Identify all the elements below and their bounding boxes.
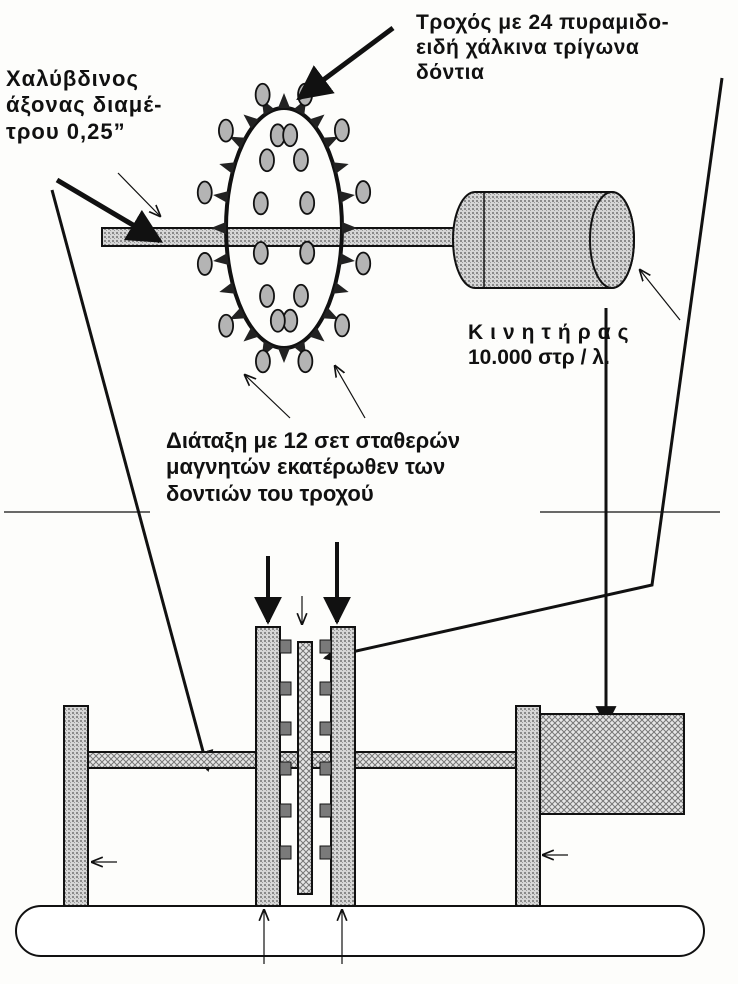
triangle-tooth-icon — [339, 190, 355, 203]
magnet-icon — [333, 118, 350, 143]
triangle-tooth-icon — [211, 222, 226, 234]
triangle-tooth-icon — [322, 307, 339, 320]
magnet-icon — [279, 721, 292, 736]
upper-arrows — [55, 25, 681, 419]
magnet-icon — [269, 308, 286, 333]
triangle-tooth-icon — [243, 114, 259, 129]
arrow-icon — [296, 25, 395, 101]
triangle-tooth-icon — [309, 327, 325, 342]
magnet-icon — [355, 180, 372, 204]
leader-lines — [50, 77, 724, 773]
magnet-icon — [319, 681, 332, 696]
triangle-tooth-icon — [322, 136, 339, 149]
stationary-magnets-ring — [196, 82, 372, 374]
triangle-tooth-icon — [213, 190, 229, 203]
triangle-tooth-icon — [229, 307, 246, 320]
motor-label-line: 10.000 στρ / λ. — [468, 346, 610, 370]
magnet-icon — [252, 241, 269, 265]
triangle-tooth-icon — [278, 93, 290, 108]
arrow-icon — [117, 172, 160, 216]
magnets-label-line: μαγνητών εκατέρωθεν των — [166, 454, 446, 480]
axle-label-line: Χαλύβδινος — [6, 66, 139, 91]
magnet-icon — [319, 639, 332, 654]
triangle-tooth-icon — [339, 253, 355, 266]
magnet-icon — [319, 721, 332, 736]
wheel-label: Τροχός με 24 πυραμιδο- ειδή χάλκινα τρίγ… — [416, 10, 669, 86]
magnet-icon — [299, 191, 316, 215]
arrow-icon — [322, 77, 724, 665]
magnet-icon — [334, 313, 350, 338]
motor-cylinder — [452, 191, 635, 289]
magnet-icon — [196, 252, 213, 276]
triangle-tooth-icon — [309, 114, 325, 129]
wheel-label-line: ειδή χάλκινα τρίγωνα — [416, 36, 640, 60]
magnet-icon — [299, 240, 316, 265]
magnet-icon — [252, 191, 269, 216]
axle-label-line: τρου 0,25” — [6, 118, 126, 144]
magnet-icon — [254, 82, 271, 107]
triangle-tooth-icon — [342, 222, 357, 234]
motor-block — [539, 713, 685, 815]
arrow-icon — [55, 177, 164, 244]
arrow-icon — [50, 189, 214, 773]
magnets-label-line: δοντιών του τροχού — [166, 480, 374, 506]
magnet-plate-left — [255, 626, 281, 907]
magnet-icon — [259, 284, 275, 308]
axle-label-line: άξονας διαμέ- — [6, 92, 163, 118]
magnet-icon — [279, 761, 292, 776]
triangle-tooth-icon — [219, 282, 236, 294]
arrow-icon — [335, 366, 366, 419]
magnet-icon — [297, 349, 314, 374]
arrow-icon — [245, 375, 291, 419]
magnet-icon — [319, 845, 332, 860]
side-magnets — [279, 639, 332, 860]
wheel-teeth — [211, 93, 357, 363]
magnet-icon — [319, 803, 332, 818]
rotor-disc — [297, 641, 313, 895]
magnets-label-line: Διάταξη με 12 σετ σταθερών — [166, 428, 461, 453]
magnet-icon — [293, 283, 309, 308]
triangle-tooth-icon — [332, 162, 349, 174]
triangle-tooth-icon — [278, 348, 290, 363]
magnet-icon — [259, 148, 275, 173]
magnet-icon — [279, 845, 292, 860]
wheel-label-line: Τροχός με 24 πυραμιδο- — [416, 11, 670, 34]
motor-label-line: Κινητήρας — [468, 321, 636, 344]
side-view — [15, 542, 705, 964]
perspective-view — [101, 82, 635, 374]
magnet-icon — [279, 639, 292, 654]
triangle-tooth-icon — [219, 162, 236, 174]
wheel-label-line: δόντια — [416, 61, 485, 85]
magnets-label: Διάταξη με 12 σετ σταθερών μαγνητών εκατ… — [160, 428, 467, 508]
magnet-icon — [293, 148, 309, 172]
triangle-tooth-icon — [229, 136, 246, 149]
right-bearing — [515, 705, 541, 907]
motor-label: Κινητήρας 10.000 στρ / λ. — [468, 320, 636, 370]
magnet-icon — [279, 681, 292, 696]
arrow-icon — [640, 270, 681, 321]
magnet-icon — [279, 803, 292, 818]
magnet-icon — [255, 349, 271, 374]
magnet-icon — [218, 313, 235, 338]
magnet-icon — [282, 123, 299, 148]
triangle-tooth-icon — [213, 253, 229, 266]
triangle-tooth-icon — [332, 282, 349, 294]
magnet-icon — [218, 118, 234, 143]
triangle-tooth-icon — [243, 327, 259, 342]
axle-label: Χαλύβδινος άξονας διαμέ- τρου 0,25” — [6, 66, 163, 145]
magnet-icon — [319, 761, 332, 776]
left-bearing — [63, 705, 89, 907]
magnet-plate-right — [330, 626, 356, 907]
magnet-icon — [355, 251, 372, 276]
magnet-icon — [196, 180, 213, 205]
base-plate — [15, 905, 705, 957]
